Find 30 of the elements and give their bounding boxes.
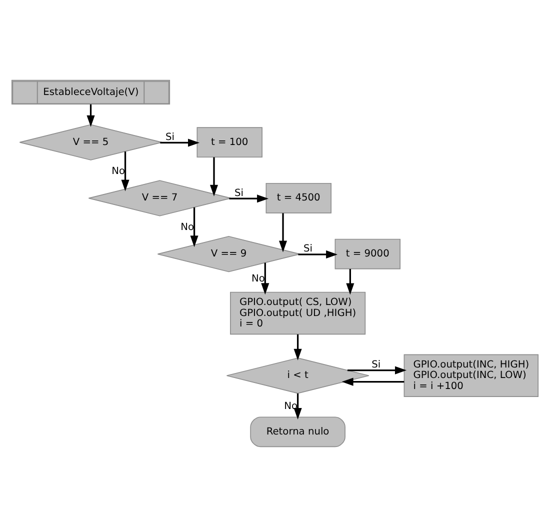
node-box: t = 9000 — [334, 238, 400, 270]
arrow — [86, 104, 95, 127]
arrow — [298, 250, 338, 258]
edge-label: Si — [166, 132, 174, 143]
arrow — [278, 213, 288, 252]
arrow — [294, 334, 302, 360]
node-diamond: i < t — [226, 358, 370, 394]
arrow — [190, 207, 198, 248]
edge-label: No — [251, 273, 265, 284]
arrow — [342, 378, 404, 386]
edge-label: Si — [372, 360, 381, 371]
arrow — [294, 393, 302, 420]
node-box: Retorna nulo — [250, 416, 346, 448]
node-box: t = 100 — [196, 127, 262, 158]
arrow — [229, 194, 269, 203]
node-box: GPIO.output( CS, LOW) GPIO.output( UD ,HIGH) i = 0 — [230, 292, 366, 335]
arrow — [261, 262, 270, 295]
arrow — [121, 152, 130, 192]
arrow — [346, 268, 354, 295]
edge-label: Si — [304, 244, 313, 255]
node-box: t = 4500 — [266, 182, 332, 214]
node-diamond: V == 5 — [19, 124, 162, 160]
edge-label: No — [112, 166, 125, 177]
arrow — [160, 138, 200, 147]
arrow — [347, 366, 406, 374]
arrow — [210, 157, 218, 196]
edge-label: Si — [234, 188, 244, 199]
node-box: GPIO.output(INC, HIGH) GPIO.output(INC, LOW) i = i +100 — [404, 354, 539, 397]
edge-label: No — [180, 222, 194, 233]
edge-label: No — [284, 401, 298, 412]
